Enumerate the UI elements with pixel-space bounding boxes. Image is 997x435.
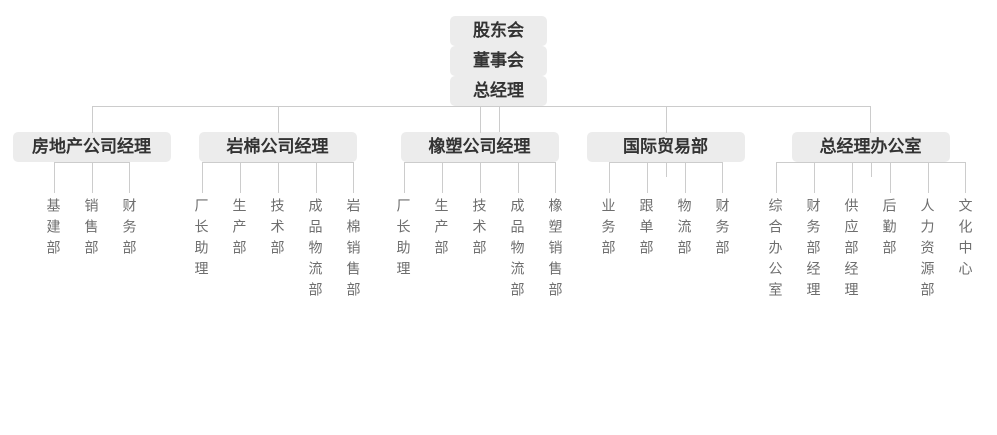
- leaf-item: 橡塑销售部: [535, 162, 575, 303]
- branch-rock-wool: 岩棉公司经理 厂长助理 生产部 技术部 成品物流部 岩棉销售部: [176, 106, 380, 303]
- leaf-item: 供应部经理: [832, 162, 872, 303]
- leaf-dept-label: 生产部: [231, 198, 248, 261]
- org-board-item: 董事会 总经理 房地产公司经理 基建部 销售部 财务部: [0, 46, 997, 303]
- leaf-dept-label: 技术部: [269, 198, 286, 261]
- node-board-of-directors: 董事会: [450, 46, 547, 76]
- leaf-item: 人力资源部: [908, 162, 948, 303]
- leaf-dept-label: 业务部: [600, 198, 617, 261]
- leaf-item: 生产部: [422, 162, 462, 261]
- org-root-item: 股东会 董事会 总经理 房地产公司经理 基建部 销: [0, 16, 997, 303]
- leaf-item: 成品物流部: [498, 162, 538, 303]
- leaf-item: 综合办公室: [757, 162, 796, 303]
- leaf-dept-label: 成品物流部: [307, 198, 324, 303]
- leaf-item: 生产部: [220, 162, 260, 261]
- leaf-dept-label: 橡塑销售部: [547, 198, 564, 303]
- leaf-dept-label: 成品物流部: [509, 198, 526, 303]
- leaf-item: 财务部经理: [794, 162, 834, 303]
- leaf-item: 技术部: [258, 162, 298, 261]
- leaf-item: 技术部: [460, 162, 500, 261]
- branch-rubber-plastic: 橡塑公司经理 厂长助理 生产部 技术部 成品物流部 橡塑销售部: [378, 106, 582, 303]
- leaf-dept-label: 技术部: [471, 198, 488, 261]
- leaf-dept-label: 综合办公室: [767, 198, 784, 303]
- leaf-dept-label: 厂长助理: [193, 198, 210, 282]
- leaf-item: 后勤部: [870, 162, 910, 261]
- branch-row: 房地产公司经理 基建部 销售部 财务部 岩棉公司经理: [7, 106, 991, 303]
- leaf-dept-label: 人力资源部: [919, 198, 936, 303]
- leaf-item: 财务部: [109, 162, 149, 261]
- leaf-item: 厂长助理: [385, 162, 424, 282]
- leaf-item: 厂长助理: [183, 162, 222, 282]
- leaf-dept-label: 财务部: [121, 198, 138, 261]
- leaf-dept-label: 文化中心: [957, 198, 974, 282]
- leaf-dept-label: 岩棉销售部: [345, 198, 362, 303]
- node-general-manager-office: 总经理办公室: [791, 132, 950, 162]
- node-international-trade-dept: 国际贸易部: [586, 132, 745, 162]
- branch-real-estate: 房地产公司经理 基建部 销售部 财务部: [7, 106, 178, 261]
- leaf-item: 业务部: [590, 162, 629, 261]
- leaf-item: 物流部: [665, 162, 705, 261]
- leaf-dept-label: 跟单部: [638, 198, 655, 261]
- branch-intl-trade: 国际贸易部 业务部 跟单部 物流部 财务部: [580, 106, 752, 261]
- leaf-dept-label: 后勤部: [881, 198, 898, 261]
- leaf-item: 文化中心: [945, 162, 985, 282]
- leaf-item: 销售部: [72, 162, 112, 261]
- org-tree: 股东会 董事会 总经理 房地产公司经理 基建部 销: [0, 16, 997, 303]
- leaf-dept-label: 物流部: [676, 198, 693, 261]
- branch-gm-office: 总经理办公室 综合办公室 财务部经理 供应部经理 后勤部 人力资源部 文化中心: [749, 106, 991, 303]
- leaf-item: 基建部: [35, 162, 74, 261]
- leaf-item: 跟单部: [627, 162, 667, 261]
- leaf-dept-label: 供应部经理: [843, 198, 860, 303]
- leaf-item: 成品物流部: [296, 162, 336, 303]
- node-shareholders-meeting: 股东会: [450, 16, 547, 46]
- node-general-manager: 总经理: [450, 76, 547, 106]
- leaf-item: 财务部: [702, 162, 742, 261]
- leaf-dept-label: 生产部: [433, 198, 450, 261]
- node-real-estate-company-manager: 房地产公司经理: [12, 132, 171, 162]
- org-gm-item: 总经理 房地产公司经理 基建部 销售部 财务部: [1, 76, 997, 303]
- node-rock-wool-company-manager: 岩棉公司经理: [198, 132, 357, 162]
- leaf-dept-label: 财务部: [714, 198, 731, 261]
- leaf-item: 岩棉销售部: [333, 162, 373, 303]
- leaf-dept-label: 厂长助理: [395, 198, 412, 282]
- leaf-dept-label: 销售部: [83, 198, 100, 261]
- node-rubber-plastic-company-manager: 橡塑公司经理: [400, 132, 559, 162]
- leaf-dept-label: 基建部: [45, 198, 62, 261]
- leaf-dept-label: 财务部经理: [805, 198, 822, 303]
